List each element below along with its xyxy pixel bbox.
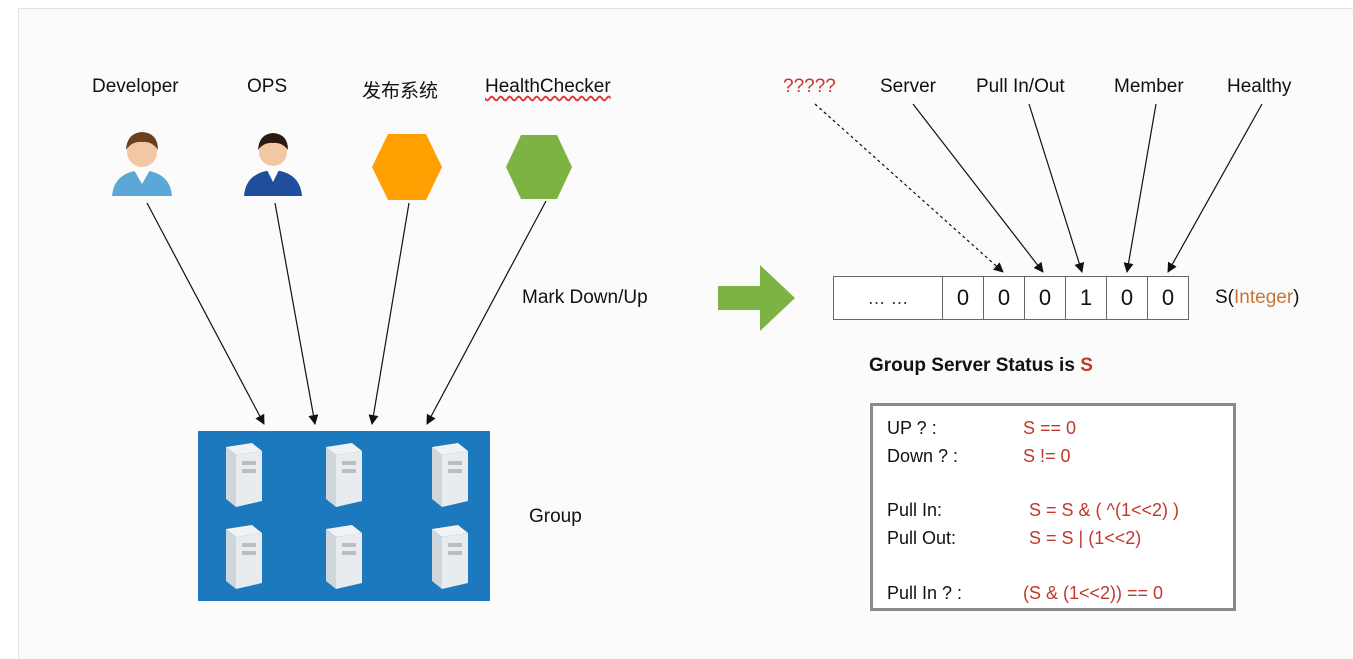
arrow-server-to-bit (912, 103, 1044, 273)
field-server-label: Server (880, 76, 936, 97)
server-icon (432, 525, 468, 589)
field-unknown-label: ????? (783, 76, 836, 97)
rule-down-key: Down ? : (887, 446, 959, 466)
developer-avatar-icon (112, 132, 172, 196)
field-pull-label: Pull In/Out (976, 76, 1065, 97)
bit-cell: 0 (984, 276, 1025, 320)
arrow-developer-to-group (146, 202, 265, 425)
server-icon (432, 443, 468, 507)
publish-system-hexagon-icon (372, 134, 442, 200)
transform-arrow-icon (718, 265, 795, 331)
bit-cell: 0 (1107, 276, 1148, 320)
server-icon (326, 443, 362, 507)
field-healthy-label: Healthy (1227, 76, 1292, 97)
bit-cell: 0 (943, 276, 984, 320)
status-title: Group Server Status is S (869, 355, 1093, 377)
rule-pullin-value: S = S & ( ^(1<<2) ) (1029, 500, 1180, 520)
rule-pullout-key: Pull Out: (887, 528, 957, 548)
bit-field: … … 0 0 0 1 0 0 (833, 276, 1189, 320)
rule-up-key: UP ? : (887, 418, 937, 438)
field-member-label: Member (1114, 76, 1184, 97)
arrow-unknown-to-bit (814, 103, 1004, 273)
arrow-healthy-to-bit (1167, 103, 1263, 273)
actor-healthchecker-label: HealthChecker (485, 76, 611, 97)
bit-cell: 0 (1025, 276, 1066, 320)
rule-pullin-key: Pull In: (887, 500, 943, 520)
arrow-healthchecker-to-group (426, 200, 547, 425)
rules-box: UP ? : S == 0 Down ? : S != 0 Pull In: S… (870, 403, 1236, 611)
s-integer-prefix: S( (1215, 287, 1234, 308)
server-icon (326, 525, 362, 589)
status-title-var: S (1080, 355, 1093, 376)
rule-pullin-query-value: (S & (1<<2)) == 0 (1023, 583, 1164, 603)
status-title-text: Group Server Status is (869, 355, 1081, 376)
bit-ellipsis-cell: … … (833, 276, 943, 320)
rule-pullout-value: S = S | (1<<2) (1029, 528, 1142, 548)
arrow-ops-to-group (274, 202, 319, 425)
mark-down-up-label: Mark Down/Up (522, 287, 648, 308)
s-integer-type: Integer (1234, 287, 1294, 308)
rule-pullin-query-key: Pull In ? : (887, 583, 963, 603)
group-label: Group (529, 506, 582, 527)
rule-down-value: S != 0 (1023, 446, 1071, 466)
rule-up-value: S == 0 (1023, 418, 1077, 438)
bit-cell: 1 (1066, 276, 1107, 320)
actor-publish-system-label: 发布系统 (362, 81, 439, 102)
actor-developer-label: Developer (92, 76, 179, 97)
server-icon (226, 525, 262, 589)
bit-cell: 0 (1148, 276, 1189, 320)
s-integer-suffix: ) (1293, 287, 1300, 308)
s-integer-label: S(Integer) (1215, 287, 1299, 309)
server-group (198, 431, 490, 601)
ops-avatar-icon (244, 133, 302, 196)
arrow-member-to-bit (1123, 103, 1157, 273)
server-icon (226, 443, 262, 507)
arrow-pull-to-bit (1028, 103, 1085, 273)
actor-ops-label: OPS (247, 76, 288, 97)
healthchecker-hexagon-icon (506, 135, 572, 199)
arrow-publish-to-group (368, 202, 410, 425)
